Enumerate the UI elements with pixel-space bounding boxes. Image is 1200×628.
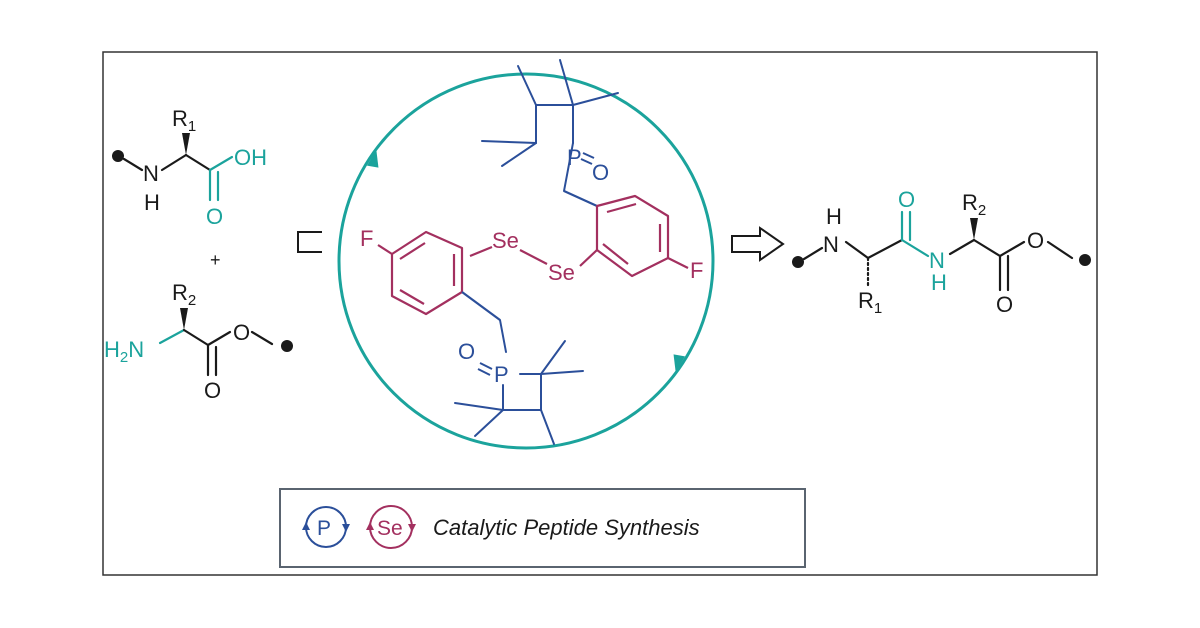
ester-carbonyl-o: O <box>204 378 221 403</box>
product-h-top: H <box>826 204 842 229</box>
r1-label: R1 <box>172 106 196 135</box>
diselenide-bridge <box>469 245 548 265</box>
reactant-amino-acid <box>112 133 234 202</box>
hydroxyl-oh: OH <box>234 145 267 170</box>
product-r2: R2 <box>962 190 986 219</box>
product-dipeptide <box>792 210 1091 292</box>
product-carbonyl-o: O <box>996 292 1013 317</box>
phosphorus-top: P <box>567 145 582 170</box>
phosphetane-bottom <box>454 319 584 445</box>
reaction-arrow <box>731 226 785 262</box>
fluorine-right: F <box>690 258 703 283</box>
se-cycle-icon: Se <box>366 505 416 549</box>
svg-text:P: P <box>317 517 331 540</box>
ester-o: O <box>233 320 250 345</box>
cycle-arrow-bottom-right <box>673 354 686 373</box>
aryl-ring-left <box>377 230 501 321</box>
legend-title: Catalytic Peptide Synthesis <box>433 515 700 540</box>
legend-box: P Se Catalytic Peptide Synthesis <box>279 488 806 568</box>
figure-frame <box>102 51 1098 576</box>
carbonyl-o: O <box>206 204 223 229</box>
amide-o: O <box>898 187 915 212</box>
amide-h: H <box>931 270 947 295</box>
p-cycle-icon: P <box>302 506 350 548</box>
oxygen-top: O <box>592 160 609 185</box>
wedge-bond <box>182 133 190 155</box>
selenium-right: Se <box>548 260 575 285</box>
amine-n: N <box>143 161 159 186</box>
po-double-bond-bottom <box>479 362 493 370</box>
reactant-amino-ester <box>158 308 293 377</box>
catalytic-cycle-ring <box>337 72 715 450</box>
resin-dot <box>112 150 124 162</box>
po-double-bond-top <box>582 152 595 159</box>
amine-h: H <box>144 190 160 215</box>
fluorine-left: F <box>360 226 373 251</box>
product-r1: R1 <box>858 288 882 317</box>
phosphetane-top <box>481 59 619 192</box>
arrow-tail <box>297 231 322 253</box>
phosphorus-bottom: P <box>494 362 509 387</box>
aryl-ring-right <box>563 189 689 278</box>
svg-text:Se: Se <box>377 517 403 540</box>
product-ester-o: O <box>1027 228 1044 253</box>
r2-label: R2 <box>172 280 196 309</box>
selenium-left: Se <box>492 228 519 253</box>
amine-h2n: H2N <box>104 337 144 366</box>
amide-n: N <box>929 248 945 273</box>
cycle-arrow-top-left <box>366 149 379 168</box>
plus-sign: + <box>210 250 221 270</box>
product-n-left: N <box>823 232 839 257</box>
oxygen-bottom: O <box>458 339 475 364</box>
